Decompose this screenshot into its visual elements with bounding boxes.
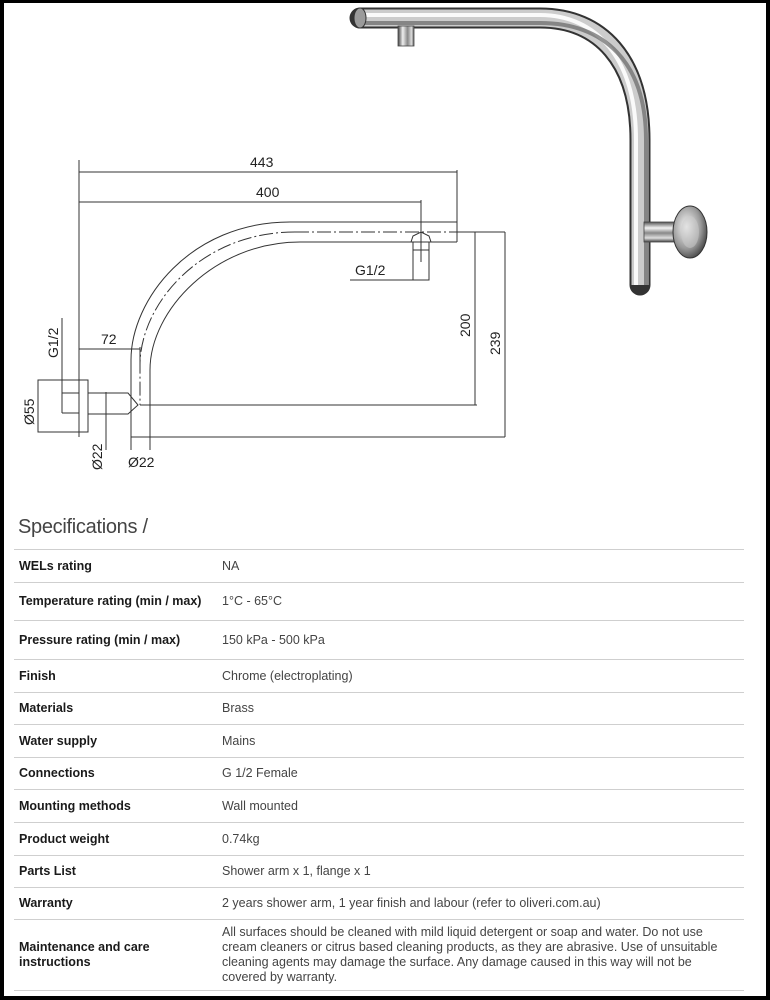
- spec-value: G 1/2 Female: [222, 766, 298, 780]
- spec-value: 2 years shower arm, 1 year finish and la…: [222, 896, 601, 910]
- dim-wall-thread: G1/2: [45, 327, 61, 358]
- dim-200: 200: [457, 313, 473, 337]
- spec-value: All surfaces should be cleaned with mild…: [222, 925, 718, 984]
- table-row: Product weight 0.74kg: [14, 822, 744, 856]
- table-row: Maintenance and care instructions All sur…: [14, 919, 744, 991]
- spec-label: Finish: [19, 668, 56, 683]
- spec-label: WELs rating: [19, 558, 92, 573]
- dim-400: 400: [256, 184, 280, 200]
- product-spec-page: 443 400 G1/2 72 Ø22 G1/2 Ø55 Ø22 200 239…: [4, 3, 766, 996]
- dim-239: 239: [487, 331, 503, 355]
- table-row: Parts List Shower arm x 1, flange x 1: [14, 855, 744, 888]
- dim-pipe-diameter-side: Ø22: [89, 443, 105, 470]
- spec-value: 0.74kg: [222, 831, 260, 846]
- product-photo: [349, 7, 708, 296]
- spec-label: Pressure rating (min / max): [19, 632, 181, 647]
- spec-label: Water supply: [19, 733, 98, 748]
- spec-value: Chrome (electroplating): [222, 668, 353, 683]
- dim-443: 443: [250, 154, 274, 170]
- table-row: Pressure rating (min / max) 150 kPa - 500…: [14, 620, 744, 660]
- spec-label: Parts List: [19, 864, 76, 878]
- spec-value: 1°C - 65°C: [222, 594, 283, 608]
- table-row: Mounting methods Wall mounted: [14, 789, 744, 823]
- table-row: Finish Chrome (electroplating): [14, 659, 744, 693]
- spec-label: Warranty: [19, 896, 73, 910]
- dim-72: 72: [101, 331, 117, 347]
- spec-value: Shower arm x 1, flange x 1: [222, 864, 371, 878]
- table-row: Warranty 2 years shower arm, 1 year finis…: [14, 887, 744, 920]
- table-row: Connections G 1/2 Female: [14, 757, 744, 790]
- specifications-heading: Specifications /: [18, 516, 148, 538]
- dim-outlet-thread: G1/2: [355, 262, 386, 278]
- spec-label: Temperature rating (min / max): [19, 594, 202, 608]
- spec-label: Product weight: [19, 831, 110, 846]
- technical-drawing: 443 400 G1/2 72 Ø22 G1/2 Ø55 Ø22 200 239: [21, 7, 708, 470]
- spec-value: NA: [222, 558, 240, 573]
- spec-label: Mounting methods: [19, 798, 131, 813]
- table-row: Temperature rating (min / max) 1°C - 65°C: [14, 582, 744, 621]
- table-row: Materials Brass: [14, 692, 744, 725]
- spec-value: Wall mounted: [222, 798, 298, 813]
- spec-value: Mains: [222, 733, 256, 748]
- spec-label: Materials: [19, 701, 74, 715]
- table-row: Water supply Mains: [14, 724, 744, 758]
- spec-value: 150 kPa - 500 kPa: [222, 632, 325, 647]
- spec-value: Brass: [222, 701, 254, 715]
- spec-label: Maintenance and care instructions: [19, 940, 150, 969]
- spec-label: Connections: [19, 766, 95, 780]
- table-row: WELs rating NA: [14, 549, 744, 583]
- dim-pipe-diameter-bottom: Ø22: [128, 454, 155, 470]
- dimension-drawing: [37, 160, 506, 450]
- specifications-table: WELs rating NA Temperature rating (min / …: [14, 549, 744, 991]
- dim-flange-diameter: Ø55: [21, 398, 37, 425]
